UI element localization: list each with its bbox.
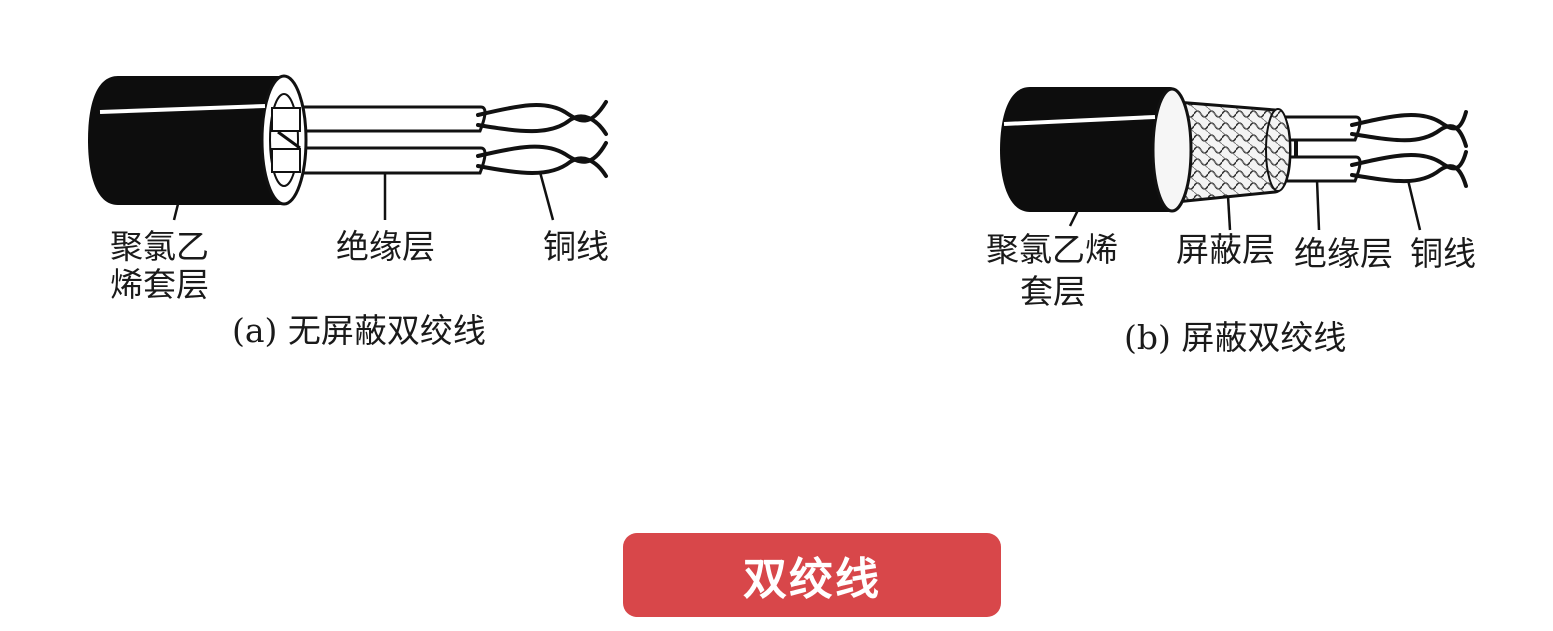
title-label: 双绞线 — [743, 554, 881, 605]
copper-wires — [476, 100, 608, 178]
shield-braid — [1174, 100, 1292, 204]
insulation-label: 绝缘层 — [336, 227, 435, 266]
unshielded-cable-drawing — [88, 74, 608, 221]
jacket-label-line2: 烯套层 — [110, 265, 209, 304]
jacket-label-line1: 聚氯乙烯 — [986, 230, 1118, 269]
shield-label: 屏蔽层 — [1176, 230, 1275, 269]
pvc-jacket — [88, 74, 308, 206]
jacket-label-line2: 套层 — [1020, 272, 1086, 311]
pvc-jacket — [1000, 87, 1193, 213]
leader-lines — [172, 171, 555, 221]
copper-label: 铜线 — [543, 227, 609, 266]
shielded-cable-drawing — [1000, 87, 1468, 231]
insulated-conductors — [1278, 115, 1362, 183]
figure-b-caption: (b) 屏蔽双绞线 — [1124, 318, 1347, 357]
figure-unshielded-twisted-pair: 聚氯乙 烯套层 绝缘层 铜线 (a) 无屏蔽双绞线 — [0, 0, 700, 380]
figure-a-caption: (a) 无屏蔽双绞线 — [232, 311, 486, 350]
jacket-label-line1: 聚氯乙 — [110, 227, 209, 266]
figure-shielded-twisted-pair: 聚氯乙烯 套层 屏蔽层 绝缘层 铜线 (b) 屏蔽双绞线 — [900, 0, 1553, 380]
copper-wires — [1350, 110, 1468, 188]
twisted-pair-title-button[interactable]: 双绞线 — [623, 533, 1001, 617]
insulation-label: 绝缘层 — [1294, 234, 1393, 273]
leader-lines — [1068, 179, 1422, 231]
copper-label: 铜线 — [1410, 234, 1476, 273]
